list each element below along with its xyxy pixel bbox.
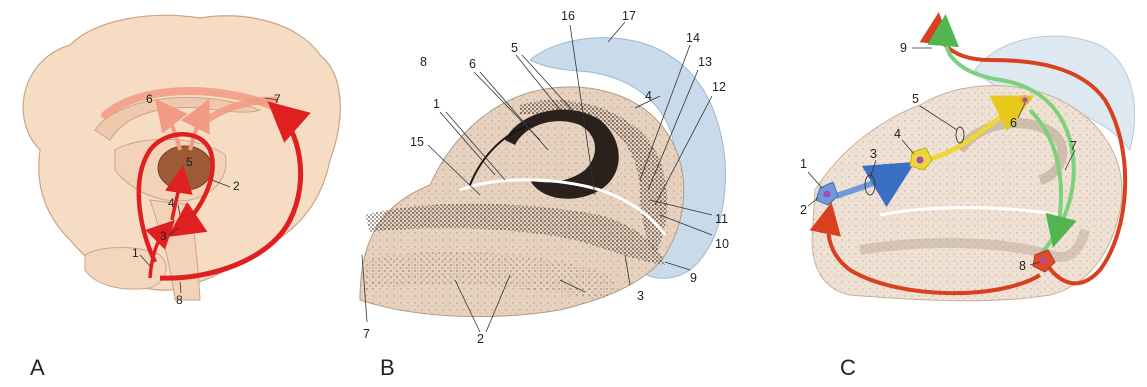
label-a-4: 4	[168, 196, 175, 210]
label-a-7: 7	[274, 92, 281, 106]
label-c-2: 2	[800, 203, 807, 217]
tissue-stipple-c	[812, 86, 1122, 301]
label-b-1: 1	[433, 97, 440, 111]
label-c-6: 6	[1010, 116, 1017, 130]
label-a-5: 5	[186, 155, 193, 169]
label-a-1: 1	[132, 246, 139, 260]
label-c-3: 3	[870, 147, 877, 161]
label-b-9: 9	[690, 271, 697, 285]
label-c-1: 1	[800, 157, 807, 171]
label-b-15: 15	[410, 135, 424, 149]
panel-b-hippocampus-section: 1 2 3 4 5 6 7 8 9 10 11 12 13 14 15 16 1…	[360, 9, 729, 346]
label-b-5: 5	[511, 41, 518, 55]
label-b-10: 10	[715, 237, 729, 251]
label-b-6: 6	[469, 57, 476, 71]
label-b-3: 3	[637, 289, 644, 303]
label-b-11: 11	[715, 212, 728, 226]
panel-letter-c: C	[840, 355, 856, 381]
panel-c-trisynaptic-circuit: 1 2 3 4 5 6 7 8 9	[800, 20, 1135, 301]
label-b-8: 8	[420, 55, 427, 69]
label-c-5: 5	[912, 92, 919, 106]
label-c-7: 7	[1070, 139, 1077, 153]
label-b-13: 13	[698, 55, 712, 69]
label-b-2: 2	[477, 332, 484, 346]
label-b-16: 16	[561, 9, 575, 23]
label-b-17: 17	[622, 9, 636, 23]
panel-a-brain-sagittal: 1 2 3 4 5 6 7 8	[23, 15, 340, 307]
label-b-12: 12	[712, 80, 726, 94]
label-a-3: 3	[160, 229, 167, 243]
panel-letter-a: A	[30, 355, 45, 381]
label-b-7: 7	[363, 327, 370, 341]
label-b-4: 4	[645, 89, 652, 103]
panel-letter-b: B	[380, 355, 395, 381]
label-a-8: 8	[176, 293, 183, 307]
label-a-2: 2	[233, 179, 240, 193]
brown-nucleus	[158, 146, 212, 190]
label-c-4: 4	[894, 127, 901, 141]
label-c-9: 9	[900, 41, 907, 55]
label-c-8: 8	[1019, 259, 1026, 273]
label-b-14: 14	[686, 31, 700, 45]
label-a-6: 6	[146, 92, 153, 106]
